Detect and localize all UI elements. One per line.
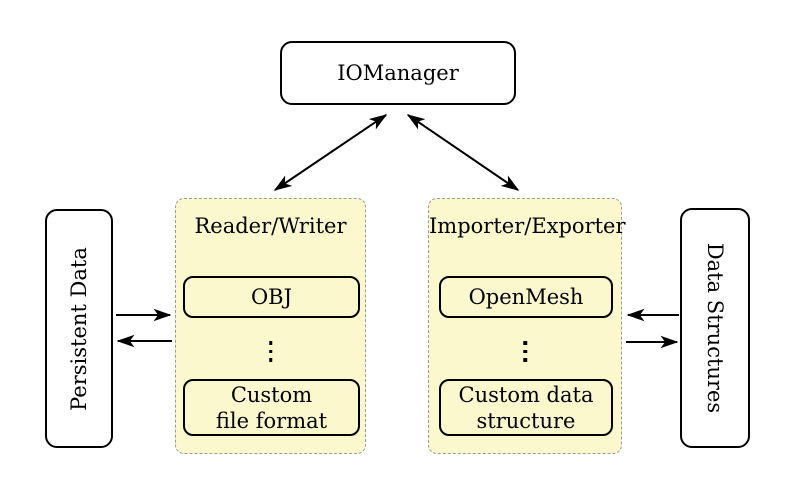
custom-file-format-line2: file format <box>215 408 328 433</box>
node-custom-data-structure: Custom data structure <box>439 379 613 436</box>
node-persistent-data: Persistent Data <box>45 209 113 448</box>
node-obj: OBJ <box>183 276 360 318</box>
iomanager-label: IOManager <box>337 61 459 85</box>
custom-data-structure-line2: structure <box>476 408 576 433</box>
node-custom-file-format: Custom file format <box>183 379 360 436</box>
vdots-dot <box>523 358 527 362</box>
node-iomanager: IOManager <box>280 41 516 105</box>
node-data-structures: Data Structures <box>680 208 750 448</box>
group-reader-writer: Reader/Writer OBJ Custom file format <box>175 198 366 454</box>
reader-writer-title: Reader/Writer <box>194 214 347 238</box>
custom-data-structure-line1: Custom data <box>458 382 594 407</box>
group-importer-exporter: Importer/Exporter OpenMesh Custom data s… <box>428 198 626 454</box>
vdots-dot <box>523 341 527 345</box>
vdots-dot <box>268 358 273 362</box>
custom-file-format-line1: Custom <box>230 382 313 407</box>
data-structures-label: Data Structures <box>703 242 728 414</box>
vdots-icon <box>523 341 527 362</box>
arrow-iomanager-readerwriter <box>273 114 388 191</box>
vdots-dot <box>268 349 273 353</box>
node-openmesh: OpenMesh <box>439 276 613 318</box>
arrow-iomanager-importerexporter <box>406 114 520 191</box>
obj-label: OBJ <box>250 285 293 309</box>
importer-exporter-title: Importer/Exporter <box>429 214 626 238</box>
openmesh-label: OpenMesh <box>468 285 584 309</box>
vdots-dot <box>523 349 527 353</box>
persistent-data-label: Persistent Data <box>67 246 91 411</box>
vdots-icon <box>268 341 273 362</box>
vdots-dot <box>268 341 273 345</box>
